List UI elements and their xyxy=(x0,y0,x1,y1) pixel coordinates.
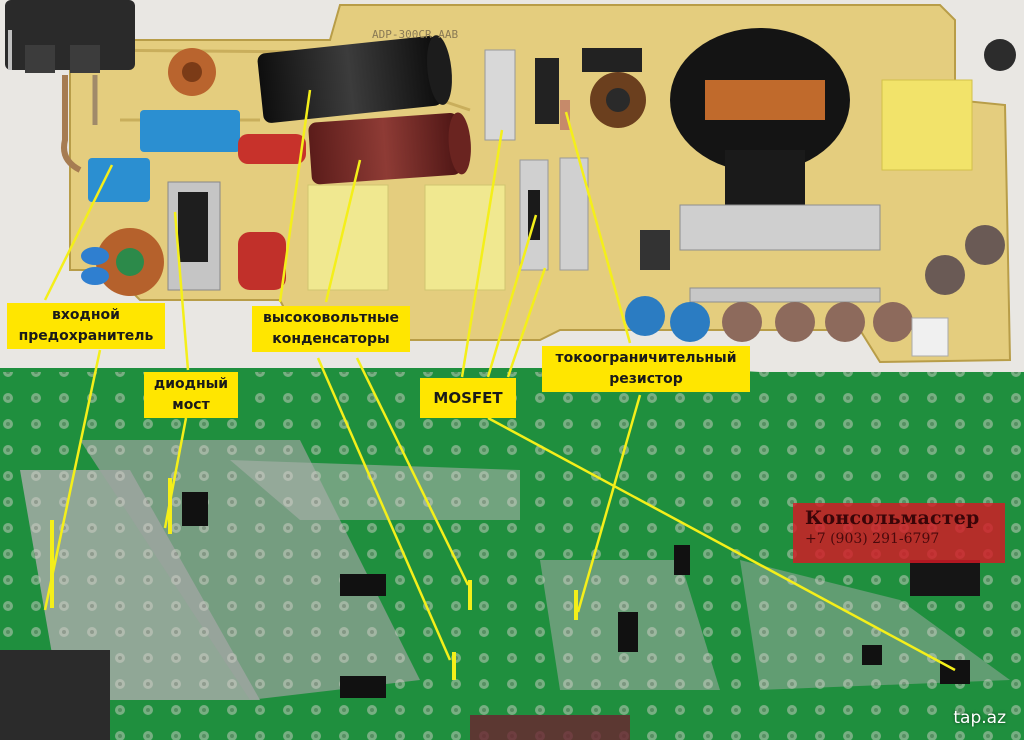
pointer-lines xyxy=(43,89,956,672)
pointer-resistor-1 xyxy=(564,111,632,344)
pointer-cap-2 xyxy=(324,159,362,303)
pointer-mosfet-4 xyxy=(487,416,956,672)
label-hv-capacitors: высоковольтные конденсаторы xyxy=(252,306,410,352)
board-marking: ADP-300CR AAB xyxy=(372,28,459,41)
watermark-badge: Консольмастер +7 (903) 291-6797 xyxy=(793,503,1005,563)
watermark-phone: +7 (903) 291-6797 xyxy=(805,531,940,547)
pointer-resistor-2 xyxy=(576,394,642,613)
pointer-cap-3 xyxy=(316,357,452,661)
bottom-board xyxy=(0,368,1024,740)
pointer-mosfet-3 xyxy=(506,267,547,378)
pointer-mosfet-2 xyxy=(486,214,538,378)
label-diode-bridge: диодный мост xyxy=(144,372,238,418)
pointer-fuse-2 xyxy=(43,349,102,611)
highlighted-pads xyxy=(50,478,578,680)
pointer-bridge-1 xyxy=(173,211,190,371)
pointer-mosfet-1 xyxy=(460,129,504,378)
watermark-name: Консольмастер xyxy=(805,507,980,529)
label-current-resistor: токоограничительный резистор xyxy=(542,346,750,392)
top-board xyxy=(5,0,1016,364)
label-input-fuse: входной предохранитель xyxy=(7,303,165,349)
pointer-fuse-1 xyxy=(43,164,114,301)
pointer-cap-4 xyxy=(355,357,470,586)
site-watermark: tap.az xyxy=(953,708,1006,728)
label-mosfet: MOSFET xyxy=(420,378,516,418)
pointer-cap-1 xyxy=(278,89,312,303)
